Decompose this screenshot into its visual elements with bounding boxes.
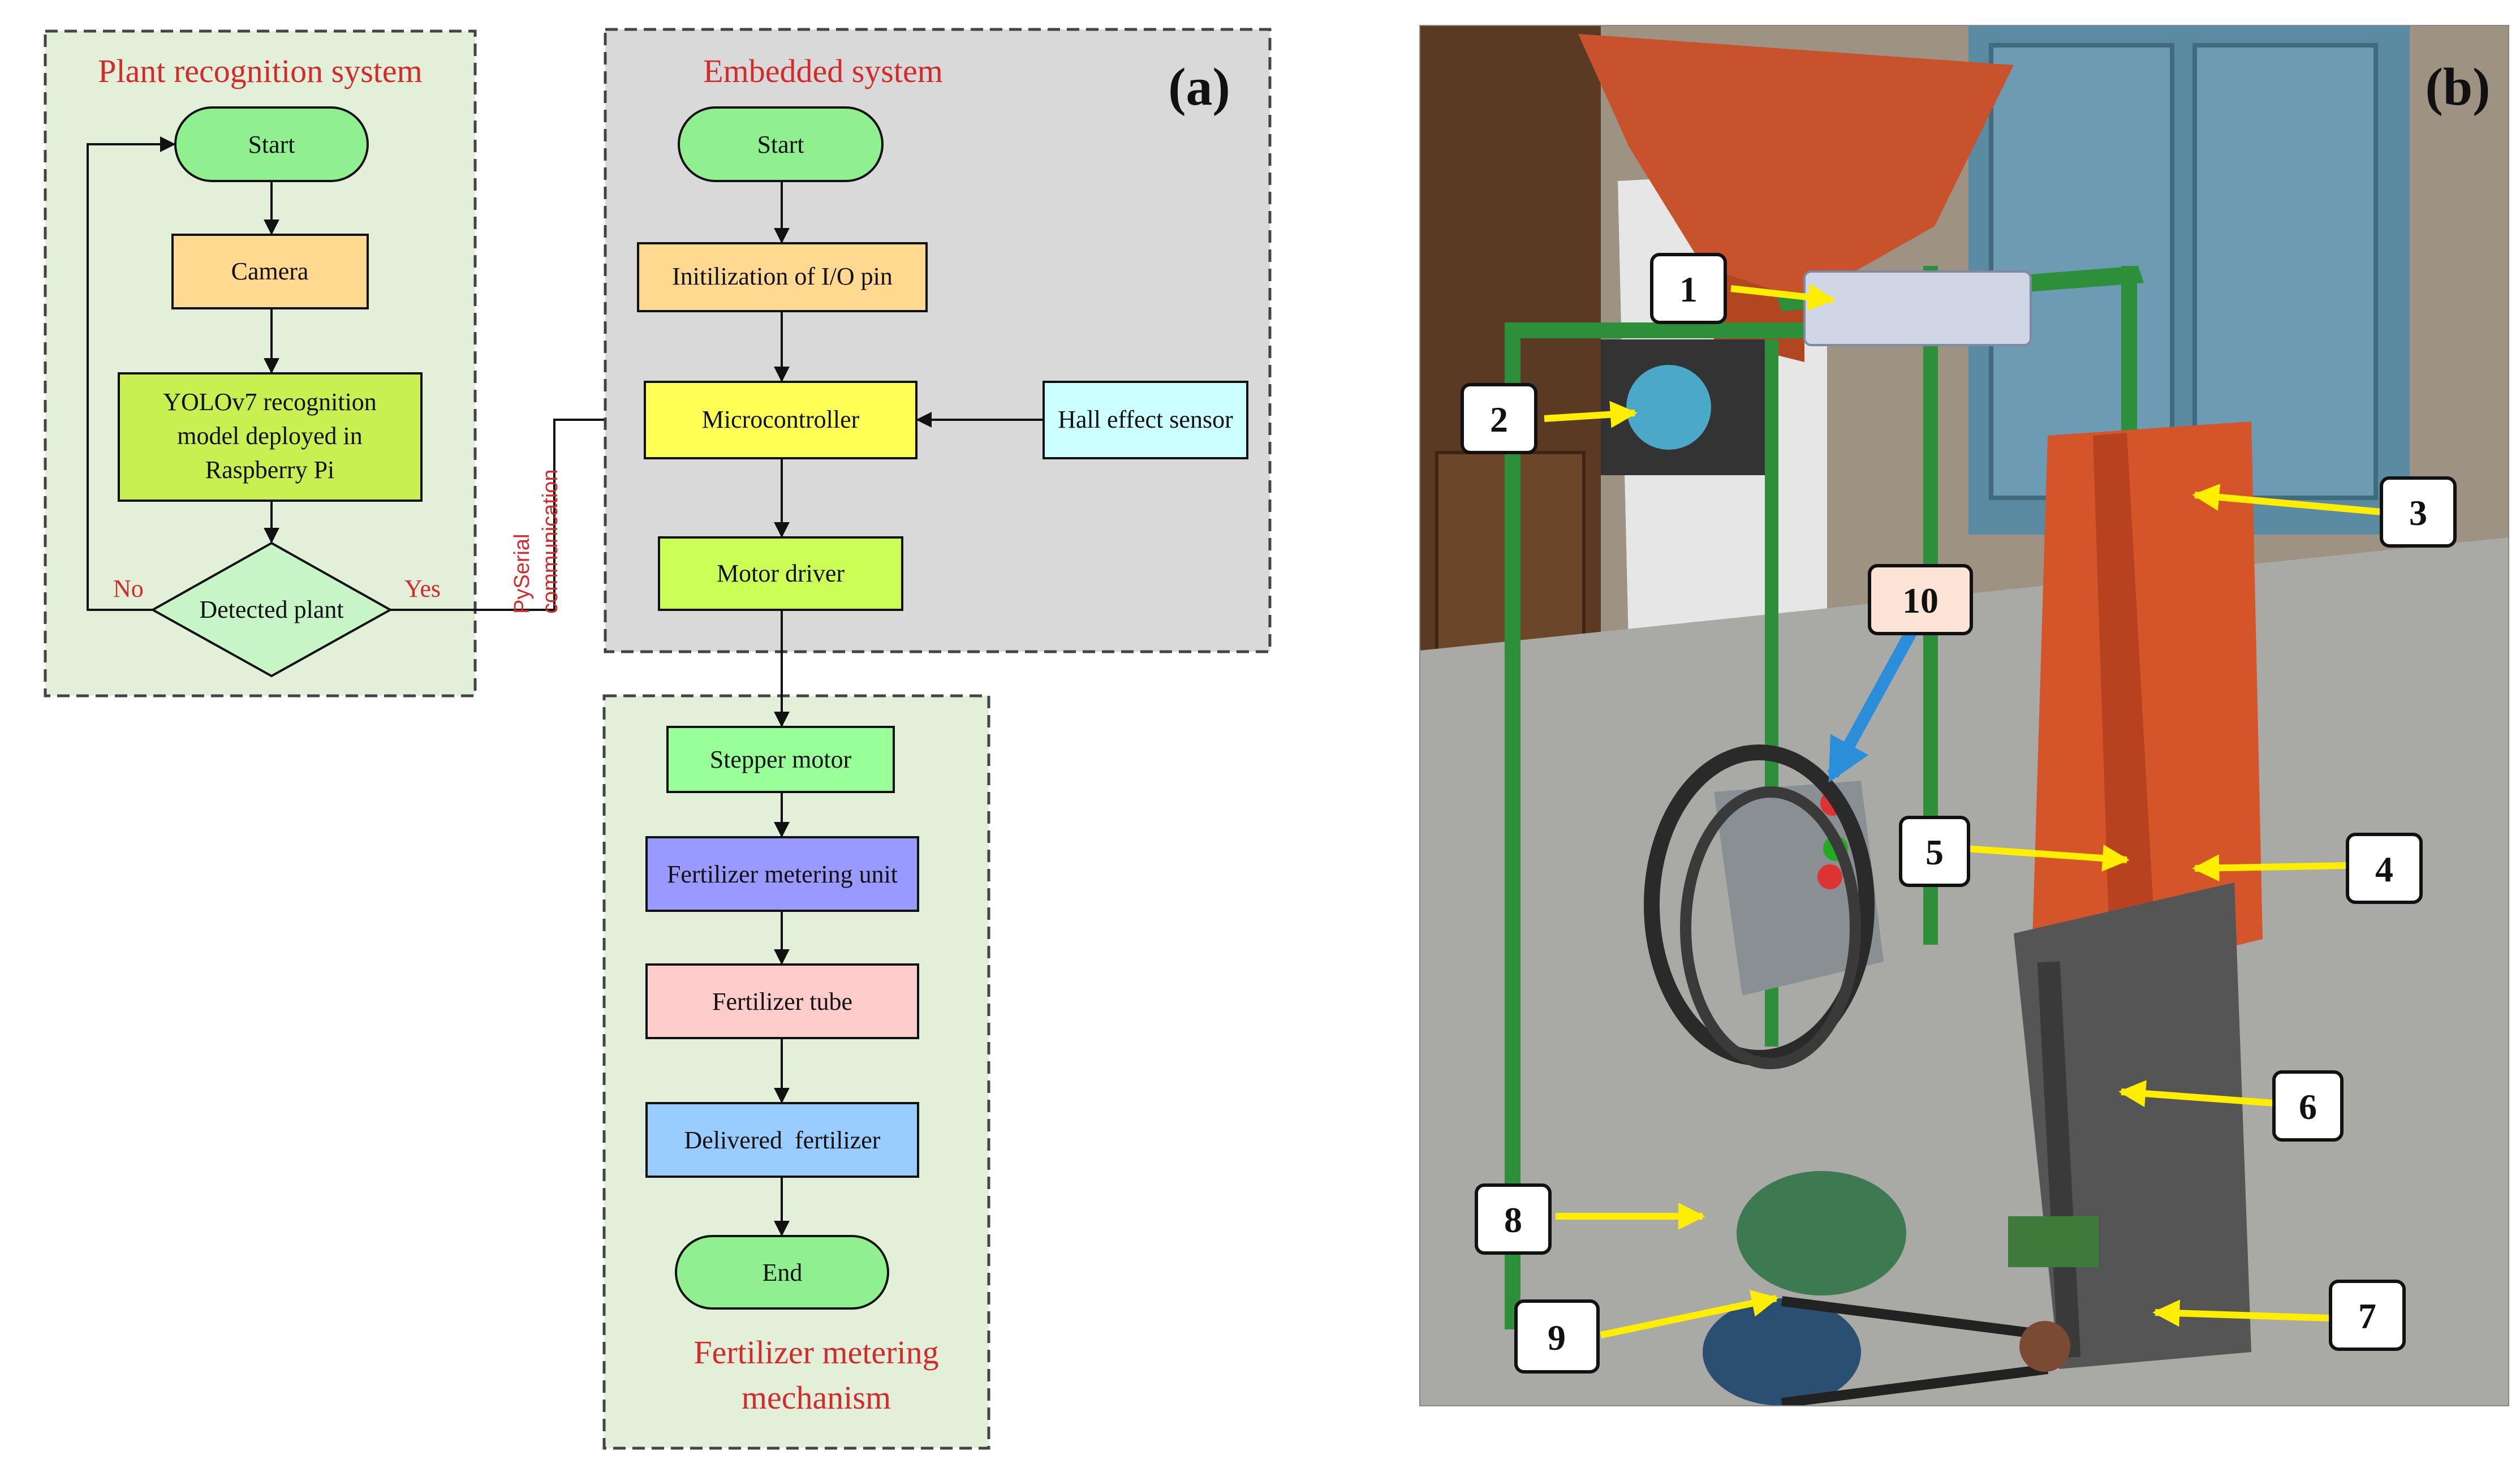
yolo-label-line1: YOLOv7 recognition: [163, 388, 377, 416]
microcontroller-node: [644, 381, 917, 459]
plant-recognition-panel: Plant recognition system Start Camera YO…: [44, 29, 477, 698]
stepper-motor-node: [666, 726, 895, 793]
callout-9-label: 9: [1548, 1318, 1566, 1358]
callout-4-label: 4: [2375, 849, 2393, 889]
end-node: [675, 1235, 889, 1310]
motor-driver-node: [658, 536, 903, 611]
panel-a-letter: (a): [1168, 58, 1230, 117]
callout-5: 5: [1899, 816, 1970, 887]
detected-plant-label: Detected plant: [199, 596, 343, 623]
panel-b-letter: (b): [2426, 58, 2491, 117]
hall-sensor-label: Hall effect sensor: [1058, 406, 1233, 433]
callout-2-label: 2: [1490, 399, 1508, 440]
panel-a: Plant recognition system Start Camera YO…: [44, 28, 1272, 1450]
init-io-label: Initilization of I/O pin: [672, 262, 893, 290]
callout-3: 3: [2380, 476, 2457, 548]
callout-8: 8: [1475, 1183, 1552, 1255]
plant-start-label: Start: [248, 131, 295, 158]
pyserial-label-line1: PySerial: [510, 534, 534, 614]
callout-1-label: 1: [1679, 269, 1698, 309]
detected-plant-decision: [150, 541, 393, 678]
callout-1: 1: [1650, 253, 1727, 324]
yes-label: Yes: [404, 575, 441, 602]
callout-7: 7: [2329, 1280, 2406, 1351]
callout-9: 9: [1514, 1299, 1600, 1374]
callout-6-label: 6: [2299, 1087, 2317, 1127]
embedded-system-title: Embedded system: [703, 53, 943, 89]
callout-2: 2: [1461, 383, 1537, 454]
embedded-start-label: Start: [757, 131, 804, 158]
end-label: End: [763, 1259, 803, 1286]
callout-3-label: 3: [2409, 493, 2427, 533]
microcontroller-label: Microcontroller: [702, 406, 860, 433]
fertilizer-tube-node: [645, 963, 919, 1039]
yolo-node: [118, 372, 423, 502]
callout-8-label: 8: [1504, 1200, 1522, 1240]
embedded-system-panel: Embedded system (a) Start Initilization …: [604, 28, 1272, 653]
callout-10: 10: [1868, 564, 1973, 635]
callout-7-label: 7: [2358, 1296, 2376, 1336]
pyserial-link-arrow: [390, 412, 645, 611]
callout-5-label: 5: [1925, 832, 1944, 872]
plant-recognition-title: Plant recognition system: [98, 53, 423, 89]
hall-sensor-node: [1043, 381, 1248, 459]
no-loop-arrow: [87, 136, 176, 611]
delivered-fertilizer-node: [645, 1102, 919, 1178]
yolo-label-line3: Raspberry Pi: [205, 456, 335, 484]
callout-arrows: [1544, 283, 2382, 1338]
stepper-motor-label: Stepper motor: [710, 746, 852, 773]
callout-4: 4: [2346, 833, 2423, 904]
camera-label: Camera: [231, 257, 309, 285]
no-label: No: [113, 575, 144, 602]
init-io-node: [637, 242, 928, 312]
metering-unit-label: Fertilizer metering unit: [667, 860, 898, 888]
motor-driver-label: Motor driver: [717, 559, 845, 587]
fertilizer-tube-label: Fertilizer tube: [712, 988, 852, 1015]
camera-node: [171, 234, 369, 309]
delivered-fertilizer-label: Delivered fertilizer: [684, 1126, 881, 1154]
callout-10-label: 10: [1902, 580, 1939, 621]
panel-b-photo: (b) 1 2 3 4: [1419, 25, 2509, 1406]
pyserial-label-line2: communication: [539, 469, 562, 614]
metering-unit-node: [645, 836, 919, 912]
fertilizer-panel: Stepper motor Fertilizer metering unit F…: [602, 610, 990, 1450]
fertilizer-title-line2: mechanism: [742, 1379, 891, 1416]
fertilizer-title-line1: Fertilizer metering: [693, 1334, 938, 1371]
callout-6: 6: [2272, 1070, 2344, 1142]
yolo-label-line2: model deployed in: [177, 422, 363, 450]
